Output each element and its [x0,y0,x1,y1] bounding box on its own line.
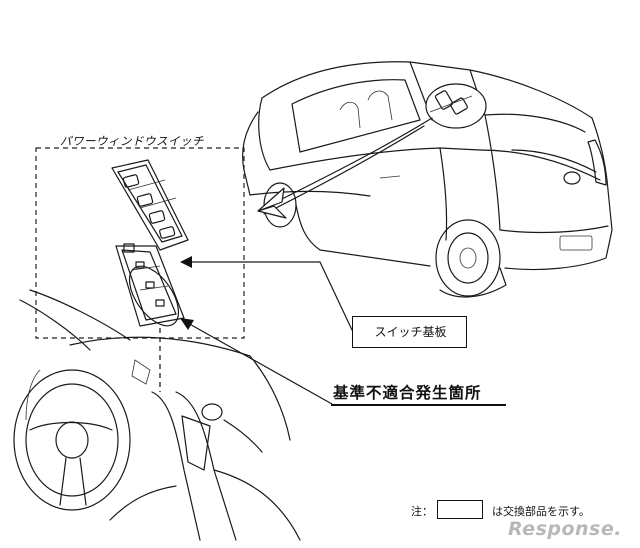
defect-arrow [180,318,333,405]
response-watermark: Response. [508,518,622,540]
switch-board-arrow [180,256,353,331]
switch-dashed-frame [35,147,245,339]
defect-location-label: 基準不適合発生箇所 [333,384,482,402]
pointer-arrow-large [257,117,433,219]
note-legend-box [437,500,483,519]
defect-location-underline [331,404,506,406]
note-text: は交換部品を示す。 [492,505,590,518]
power-window-switch-drawing [111,159,189,251]
power-window-switch-label: パワーウィンドウスイッチ [60,134,204,148]
dashboard-illustration [13,289,301,541]
car-illustration [242,61,613,298]
switch-board-label: スイッチ基板 [374,325,447,339]
switch-board-label-box: スイッチ基板 [352,316,467,348]
note-prefix: 注： [411,505,433,518]
switch-board-drawing [115,243,185,327]
door-callout [425,83,487,129]
